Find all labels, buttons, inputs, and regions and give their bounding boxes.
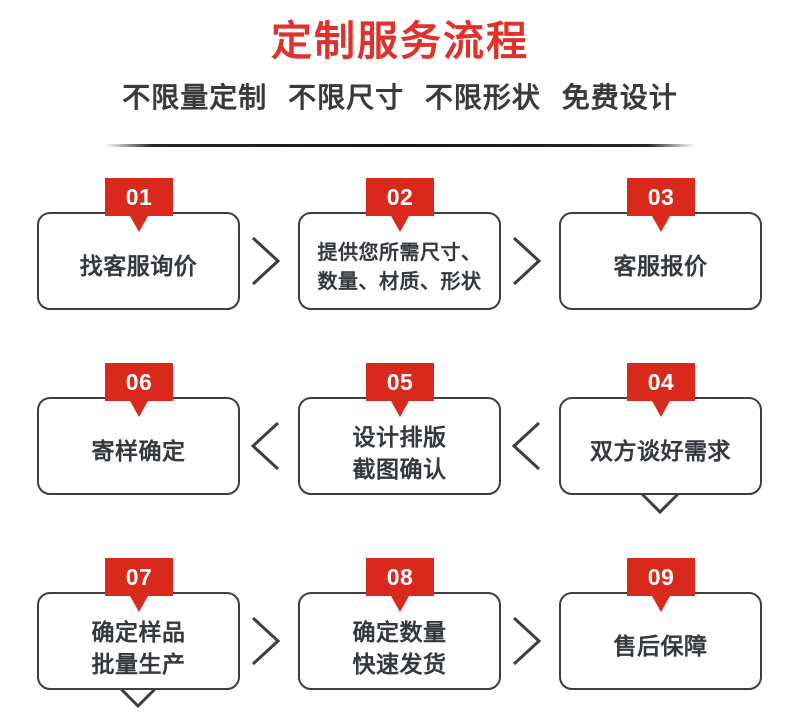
process-step-badge-07: 07 (105, 558, 173, 612)
process-step-badge-08: 08 (366, 558, 434, 612)
header-divider (105, 144, 695, 147)
process-step-number-04: 04 (647, 369, 675, 395)
process-row-3: 确定样品 批量生产 07 确定数量 快速发货 08 (0, 558, 800, 690)
process-step-number-05: 05 (386, 369, 414, 395)
process-step-label-05: 设计排版 截图确认 (352, 424, 447, 482)
process-step-number-01: 01 (125, 184, 153, 210)
process-step-number-09: 09 (647, 564, 675, 590)
subtitle-segment-1: 不限量定制 (122, 82, 268, 113)
chevron-down-icon (634, 486, 686, 516)
process-step-label-09: 售后保障 (613, 633, 708, 659)
process-step-number-03: 03 (647, 184, 675, 210)
header: 定制服务流程 不限量定制 不限尺寸 不限形状 免费设计 (0, 0, 800, 116)
process-step-number-02: 02 (386, 184, 414, 210)
process-step-label-07: 确定样品 批量生产 (91, 619, 186, 677)
process-step-label-06: 寄样确定 (91, 438, 186, 464)
process-step-number-08: 08 (386, 564, 414, 590)
process-step-badge-05: 05 (366, 363, 434, 417)
process-step-card-05: 设计排版 截图确认 (298, 397, 501, 495)
process-step-badge-09: 09 (627, 558, 695, 612)
process-step-badge-04: 04 (627, 363, 695, 417)
process-step-badge-03: 03 (627, 178, 695, 232)
page-subtitle: 不限量定制 不限尺寸 不限形状 免费设计 (0, 66, 800, 116)
chevron-right-icon (249, 615, 283, 667)
subtitle-segment-3: 不限形状 (424, 82, 541, 113)
subtitle-segment-2: 不限尺寸 (288, 82, 405, 113)
process-step-label-01: 找客服询价 (79, 253, 198, 279)
chevron-right-icon (249, 235, 283, 287)
process-step-badge-01: 01 (105, 178, 173, 232)
process-step-badge-02: 02 (366, 178, 434, 232)
chevron-left-icon (510, 420, 544, 472)
process-flow: 找客服询价 01 提供您所需尺寸、 数量、材质、形状 02 (0, 168, 800, 709)
process-row-1: 找客服询价 01 提供您所需尺寸、 数量、材质、形状 02 (0, 178, 800, 310)
process-step-badge-06: 06 (105, 363, 173, 417)
process-step-number-06: 06 (125, 369, 153, 395)
process-step-number-07: 07 (125, 564, 153, 590)
process-step-label-02: 提供您所需尺寸、 数量、材质、形状 (317, 242, 482, 293)
chevron-left-icon (249, 420, 283, 472)
process-row-2: 寄样确定 06 设计排版 截图确认 05 (0, 363, 800, 495)
process-step-label-04: 双方谈好需求 (590, 438, 731, 464)
process-step-label-03: 客服报价 (613, 253, 708, 279)
chevron-right-icon (510, 615, 544, 667)
subtitle-segment-4: 免费设计 (561, 82, 678, 113)
chevron-right-icon (510, 235, 544, 287)
page-title: 定制服务流程 (271, 18, 529, 64)
process-step-label-08: 确定数量 快速发货 (352, 619, 447, 677)
